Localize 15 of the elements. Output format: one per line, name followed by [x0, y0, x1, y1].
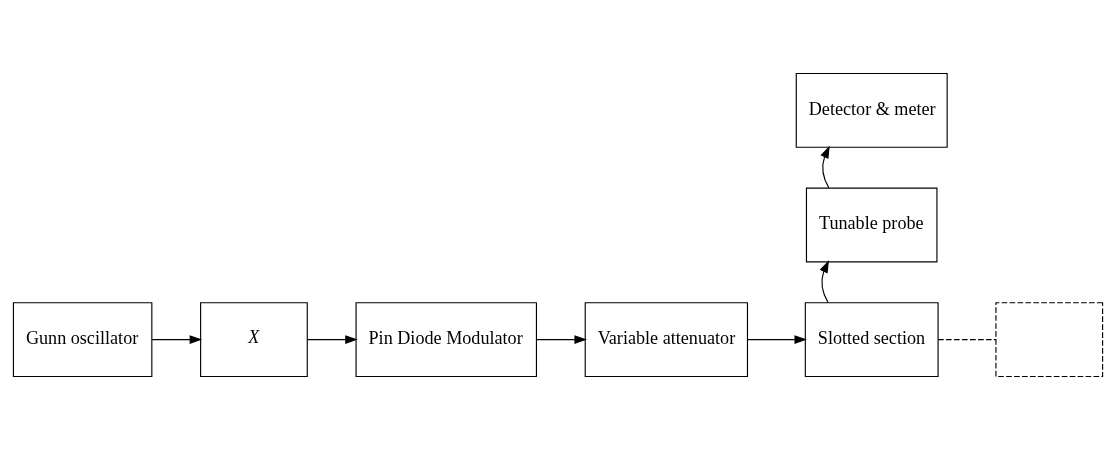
node-box: X — [200, 301, 308, 377]
node-box: Gunn oscillator — [12, 301, 153, 377]
node-box — [995, 301, 1104, 377]
arrow — [306, 334, 358, 344]
connector — [937, 338, 997, 340]
arrow — [819, 259, 829, 303]
arrow — [820, 145, 830, 188]
arrow — [151, 334, 203, 344]
node-box: Tunable probe — [805, 187, 938, 262]
node-box: Variable attenuator — [584, 301, 749, 377]
node-box: Pin Diode Modulator — [355, 301, 537, 377]
arrow — [747, 334, 807, 344]
node-box: Detector & meter — [795, 72, 948, 148]
arrow — [536, 334, 587, 344]
node-box: Slotted section — [804, 301, 939, 377]
